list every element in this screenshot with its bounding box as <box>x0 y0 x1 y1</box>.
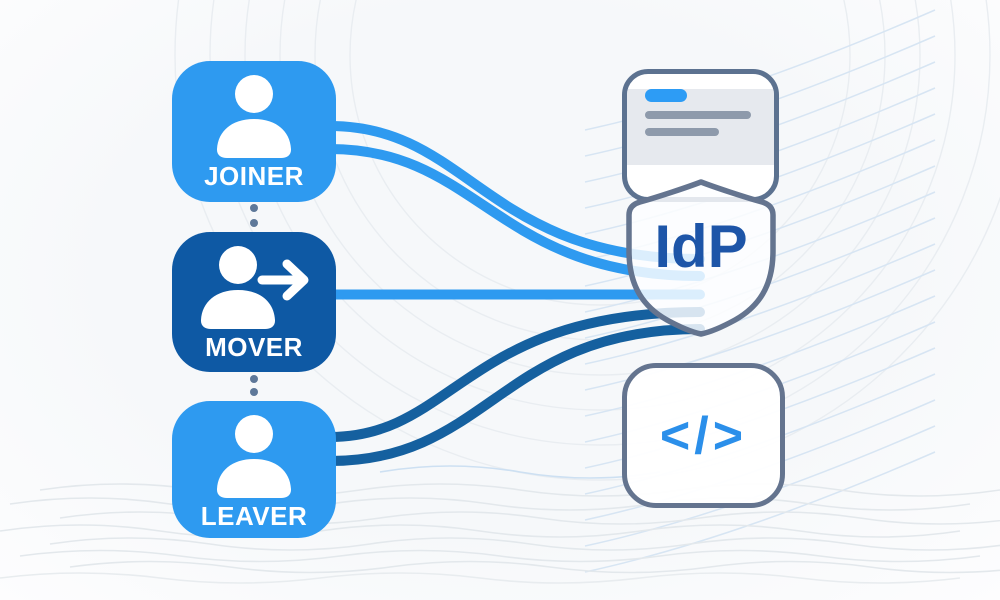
mover-node: MOVER <box>172 232 336 372</box>
concentric-arcs <box>174 0 1000 481</box>
person-icon <box>202 413 306 499</box>
id-card-text-line <box>645 128 719 136</box>
id-card-header <box>627 89 774 165</box>
flow-line-leaver-b <box>325 324 705 466</box>
person-icon <box>202 73 306 159</box>
joiner-label: JOINER <box>204 161 304 191</box>
code-glyph-label: </> <box>659 406 748 465</box>
flow-line-leaver-a <box>325 307 705 442</box>
leaver-node: LEAVER <box>172 401 336 538</box>
connector-dot <box>250 375 258 383</box>
connector-dot <box>250 388 258 396</box>
id-card-blue-pill <box>645 89 687 102</box>
idp-label: IdP <box>654 213 748 280</box>
person-arrow-icon <box>192 244 316 330</box>
code-icon: </> <box>622 363 785 508</box>
id-card-text-line <box>645 111 751 119</box>
leaver-label: LEAVER <box>200 501 308 531</box>
connector-dot <box>250 204 258 212</box>
flow-line-joiner-b <box>325 144 705 281</box>
connector-dot <box>250 219 258 227</box>
joiner-node: JOINER <box>172 61 336 202</box>
mover-label: MOVER <box>205 332 303 362</box>
flow-line-joiner-a <box>325 121 705 264</box>
